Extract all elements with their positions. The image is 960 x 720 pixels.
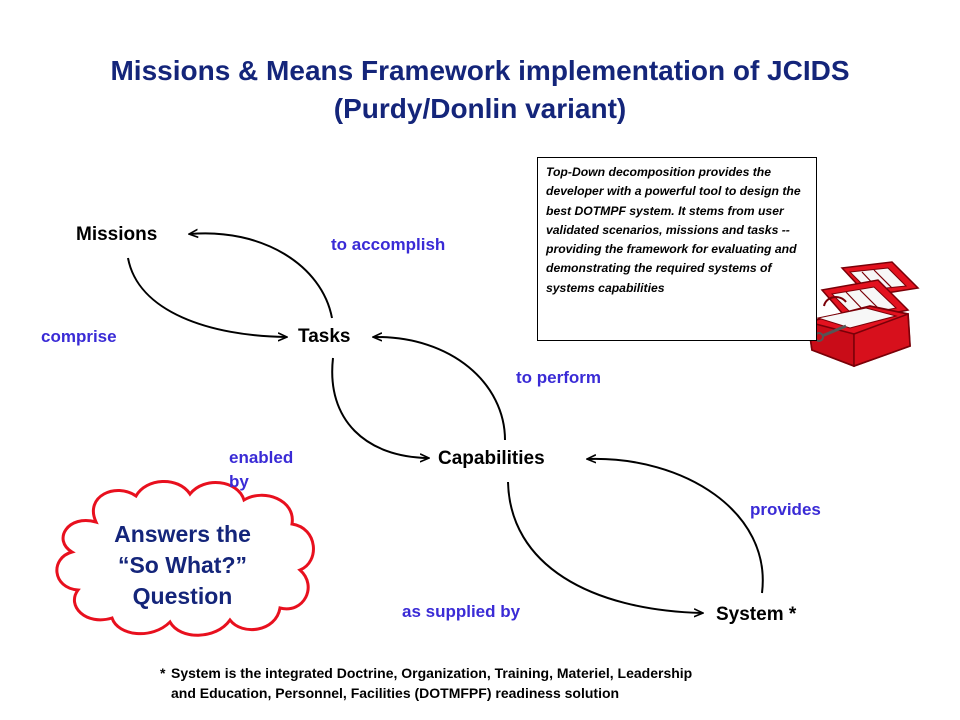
node-system: System * xyxy=(716,604,797,625)
footnote-marker: * xyxy=(160,665,166,681)
arrow-enabled-by xyxy=(331,357,428,458)
node-missions: Missions xyxy=(76,224,158,245)
decomposition-note: Top-Down decomposition provides the deve… xyxy=(537,157,817,341)
cloud-line-1: Answers the xyxy=(114,521,251,547)
arrow-comprise xyxy=(127,257,286,337)
arrow-as-supplied-by xyxy=(507,481,702,613)
footnote: * System is the integrated Doctrine, Orga… xyxy=(160,663,840,703)
toolbox-icon xyxy=(806,261,920,368)
title-line-2: (Purdy/Donlin variant) xyxy=(333,93,627,124)
arrow-to-perform xyxy=(374,337,506,441)
node-capabilities: Capabilities xyxy=(438,448,545,469)
page-title: Missions & Means Framework implementatio… xyxy=(0,52,960,128)
footnote-line-2: and Education, Personnel, Facilities (DO… xyxy=(171,685,620,701)
relation-to-perform: to perform xyxy=(516,368,601,387)
relation-comprise: comprise xyxy=(41,327,117,346)
arrow-to-accomplish xyxy=(190,233,333,319)
cloud-shape xyxy=(55,480,315,637)
arrow-provides xyxy=(588,459,764,594)
relation-provides: provides xyxy=(750,500,821,519)
relation-as-supplied-by: as supplied by xyxy=(402,602,521,621)
relation-to-accomplish: to accomplish xyxy=(331,235,446,254)
cloud-callout: Answers the “So What?” Question xyxy=(75,519,290,612)
title-line-1: Missions & Means Framework implementatio… xyxy=(110,55,850,86)
footnote-line-1: System is the integrated Doctrine, Organ… xyxy=(171,665,693,681)
relation-enabled-by: enabled by xyxy=(229,448,294,491)
node-tasks: Tasks xyxy=(298,326,351,347)
cloud-line-3: Question xyxy=(132,583,233,609)
cloud-line-2: “So What?” xyxy=(117,552,248,578)
